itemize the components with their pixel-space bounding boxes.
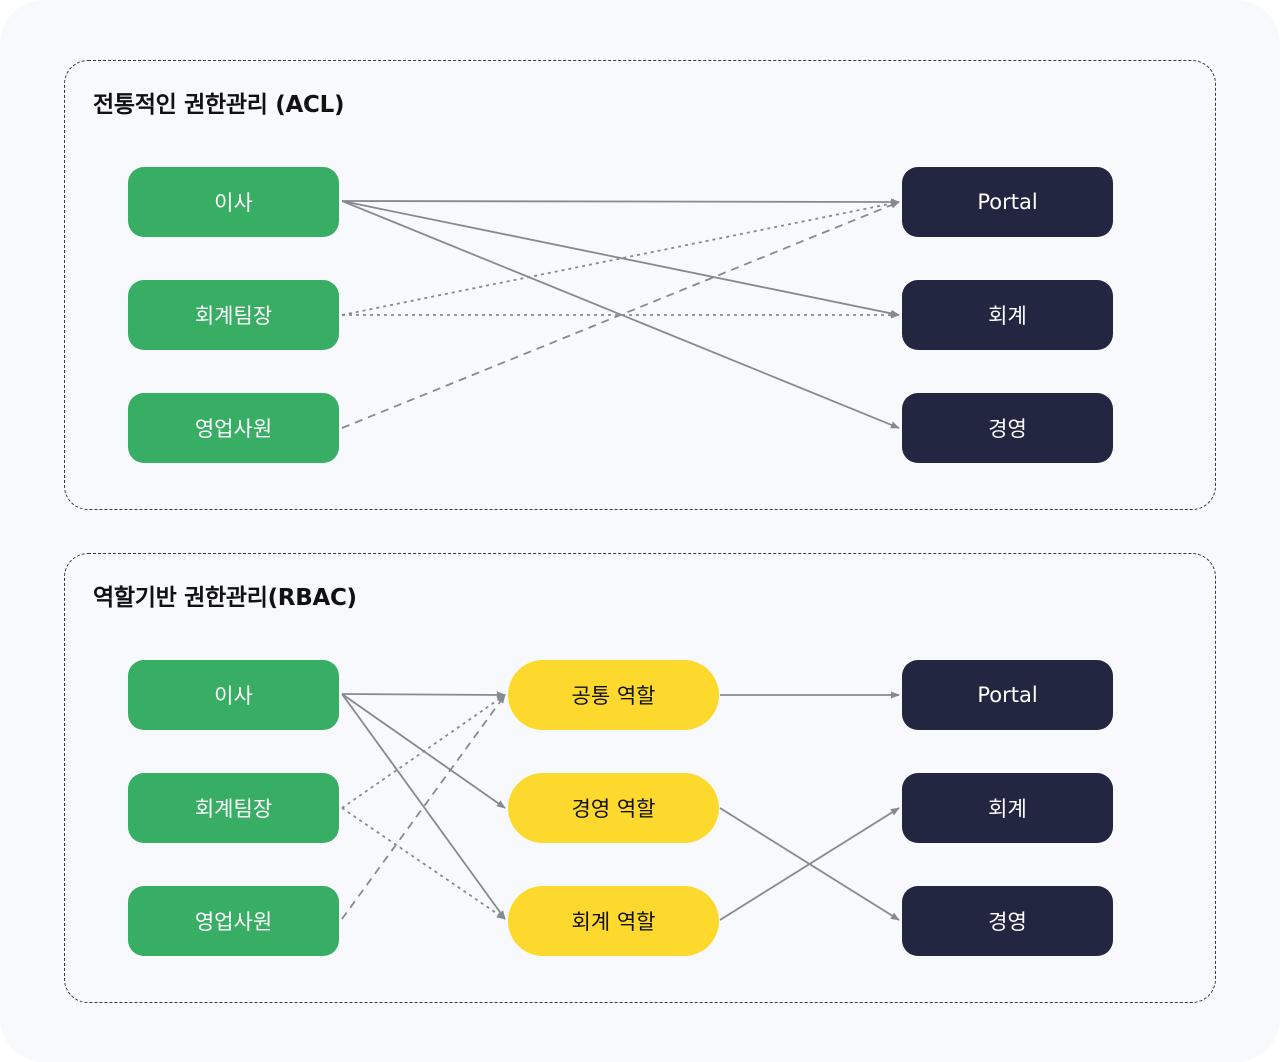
rbac-panel-title: 역할기반 권한관리(RBAC)	[93, 585, 357, 611]
rbac-user-director: 이사	[128, 660, 339, 730]
rbac-user-sales: 영업사원	[128, 886, 339, 956]
acl-resource-management: 경영	[902, 393, 1113, 463]
rbac-role-common: 공통 역할	[508, 660, 719, 730]
rbac-role-management: 경영 역할	[508, 773, 719, 843]
rbac-panel: 역할기반 권한관리(RBAC)	[64, 553, 1216, 1003]
acl-user-sales: 영업사원	[128, 393, 339, 463]
rbac-resource-portal: Portal	[902, 660, 1113, 730]
acl-user-accounting-lead: 회계팀장	[128, 280, 339, 350]
acl-panel-title: 전통적인 권한관리 (ACL)	[93, 92, 345, 118]
rbac-user-accounting-lead: 회계팀장	[128, 773, 339, 843]
acl-panel: 전통적인 권한관리 (ACL)	[64, 60, 1216, 510]
rbac-role-accounting: 회계 역할	[508, 886, 719, 956]
acl-resource-portal: Portal	[902, 167, 1113, 237]
rbac-resource-accounting: 회계	[902, 773, 1113, 843]
acl-user-director: 이사	[128, 167, 339, 237]
acl-resource-accounting: 회계	[902, 280, 1113, 350]
rbac-resource-management: 경영	[902, 886, 1113, 956]
